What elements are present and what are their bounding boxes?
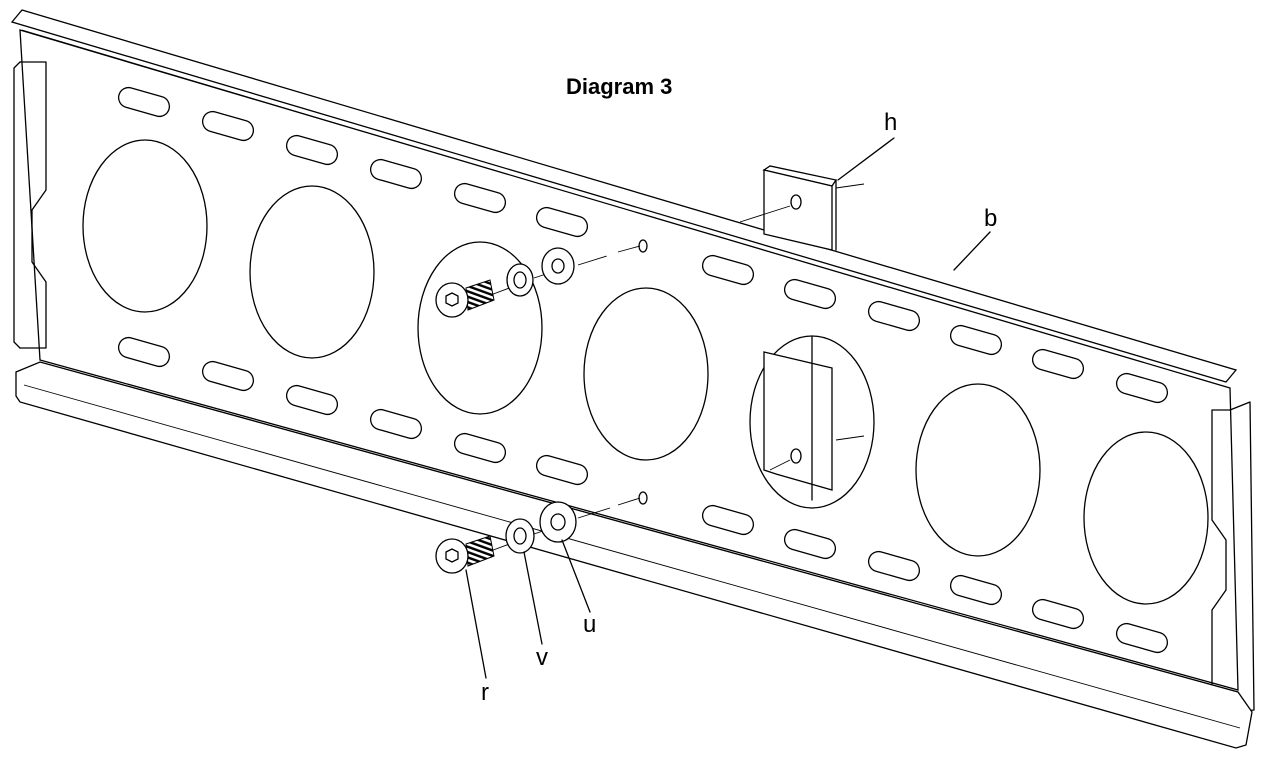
label-v: v bbox=[536, 644, 548, 671]
label-r: r bbox=[481, 679, 489, 706]
bracket-h bbox=[739, 165, 865, 501]
label-u: u bbox=[583, 611, 596, 638]
leader-lines bbox=[465, 137, 991, 679]
label-h: h bbox=[884, 109, 897, 136]
upper-hardware bbox=[435, 247, 575, 318]
lower-hardware bbox=[435, 501, 577, 574]
slot-row-bottom bbox=[117, 336, 1169, 654]
circle-holes bbox=[82, 139, 1209, 605]
diagram-title: Diagram 3 bbox=[566, 74, 672, 99]
label-b: b bbox=[984, 205, 997, 232]
slot-row-top bbox=[117, 86, 1169, 404]
